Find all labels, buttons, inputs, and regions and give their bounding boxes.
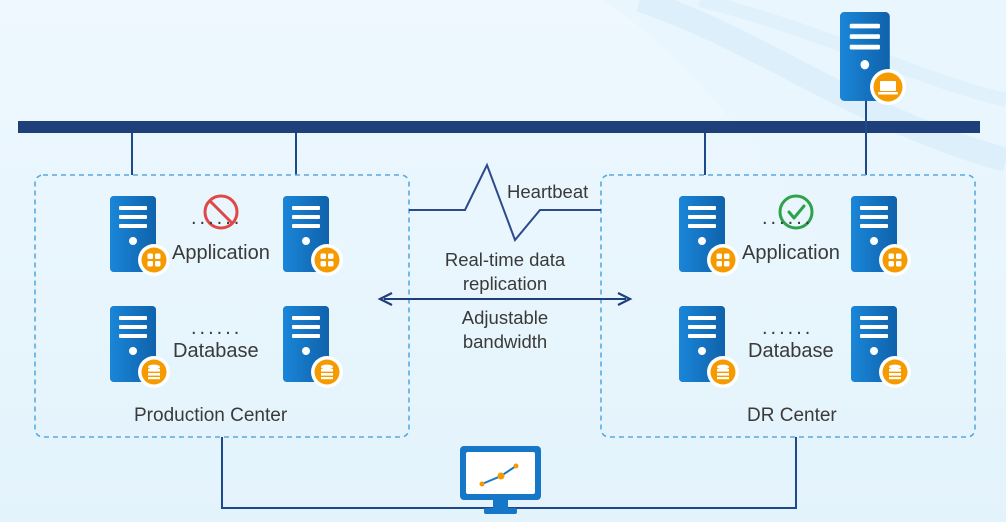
prod-db-ellipsis: ...... bbox=[191, 317, 243, 339]
bandwidth-label-line1: Adjustable bbox=[461, 307, 549, 328]
database-icon bbox=[311, 356, 343, 388]
dr-db-label: Database bbox=[748, 340, 834, 362]
monitor-chart-icon bbox=[460, 446, 541, 514]
dr-center-title: DR Center bbox=[747, 405, 837, 426]
laptop-icon bbox=[870, 69, 906, 105]
grid-icon bbox=[311, 244, 343, 276]
backbone-connectors bbox=[131, 100, 867, 175]
dr-app-label: Application bbox=[742, 242, 840, 264]
heartbeat-line bbox=[409, 162, 601, 242]
stop-icon bbox=[203, 194, 239, 230]
heartbeat-label: Heartbeat bbox=[507, 181, 589, 202]
database-icon bbox=[707, 356, 739, 388]
dr-app-ellipsis: ...... bbox=[762, 207, 814, 229]
prod-app-ellipsis: ...... bbox=[191, 207, 243, 229]
check-icon bbox=[778, 194, 814, 230]
prod-db-label: Database bbox=[173, 340, 259, 362]
prod-app-label: Application bbox=[172, 242, 270, 264]
database-icon bbox=[138, 356, 170, 388]
replication-label: Real-time data replication bbox=[412, 248, 598, 296]
grid-icon bbox=[138, 244, 170, 276]
bandwidth-label: Adjustable bandwidth bbox=[412, 306, 598, 354]
grid-icon bbox=[707, 244, 739, 276]
database-icon bbox=[879, 356, 911, 388]
network-backbone bbox=[18, 121, 980, 133]
dr-db-ellipsis: ...... bbox=[762, 317, 814, 339]
grid-icon bbox=[879, 244, 911, 276]
bandwidth-label-line2: bandwidth bbox=[462, 331, 548, 352]
production-center-title: Production Center bbox=[134, 405, 288, 426]
replication-label-line2: replication bbox=[462, 273, 548, 294]
replication-arrow bbox=[377, 292, 633, 306]
replication-label-line1: Real-time data bbox=[444, 249, 566, 270]
